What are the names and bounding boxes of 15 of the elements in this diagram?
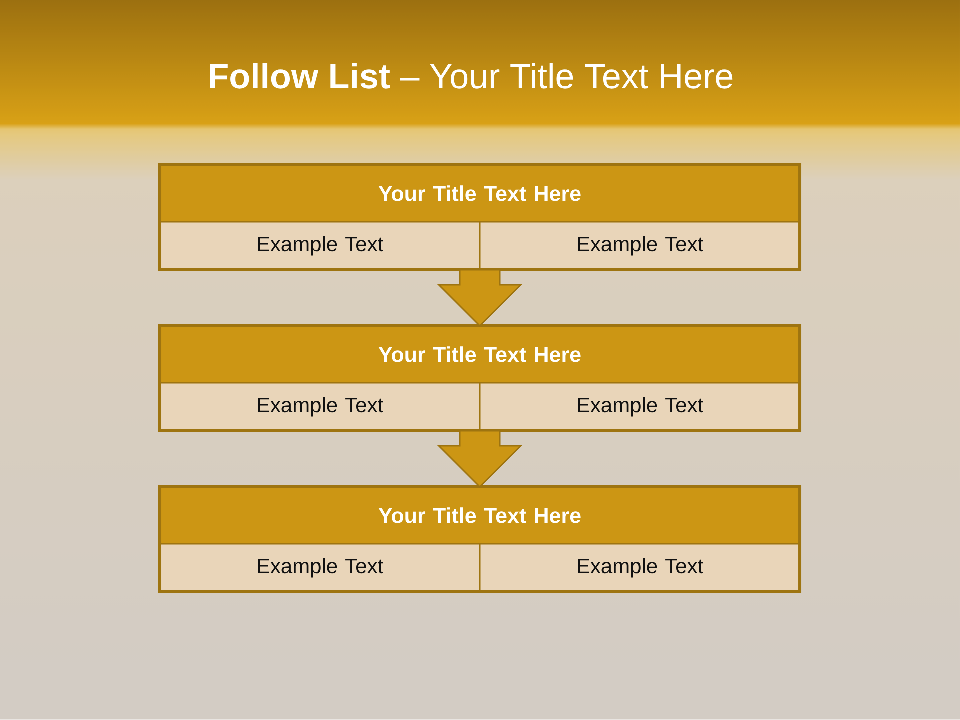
text-cell: Example Text bbox=[479, 543, 801, 593]
text-cell: Example Text bbox=[479, 221, 801, 271]
table-frame bbox=[158, 486, 802, 594]
table-frame bbox=[158, 164, 802, 272]
text-cell: Example Text bbox=[159, 543, 481, 593]
block-arrow bbox=[437, 269, 523, 328]
text-cell: Example Text bbox=[159, 221, 481, 271]
heading-box: Your Title Text Here bbox=[159, 486, 801, 545]
text-cell: Example Text bbox=[479, 382, 801, 432]
table-frame bbox=[158, 324, 802, 432]
text-cell: Example Text bbox=[159, 382, 481, 432]
block-arrow bbox=[437, 430, 523, 488]
slide-title: Follow List – Your Title Text Here bbox=[210, 63, 733, 89]
heading-box: Your Title Text Here bbox=[159, 164, 801, 223]
heading-box: Your Title Text Here bbox=[159, 325, 801, 384]
